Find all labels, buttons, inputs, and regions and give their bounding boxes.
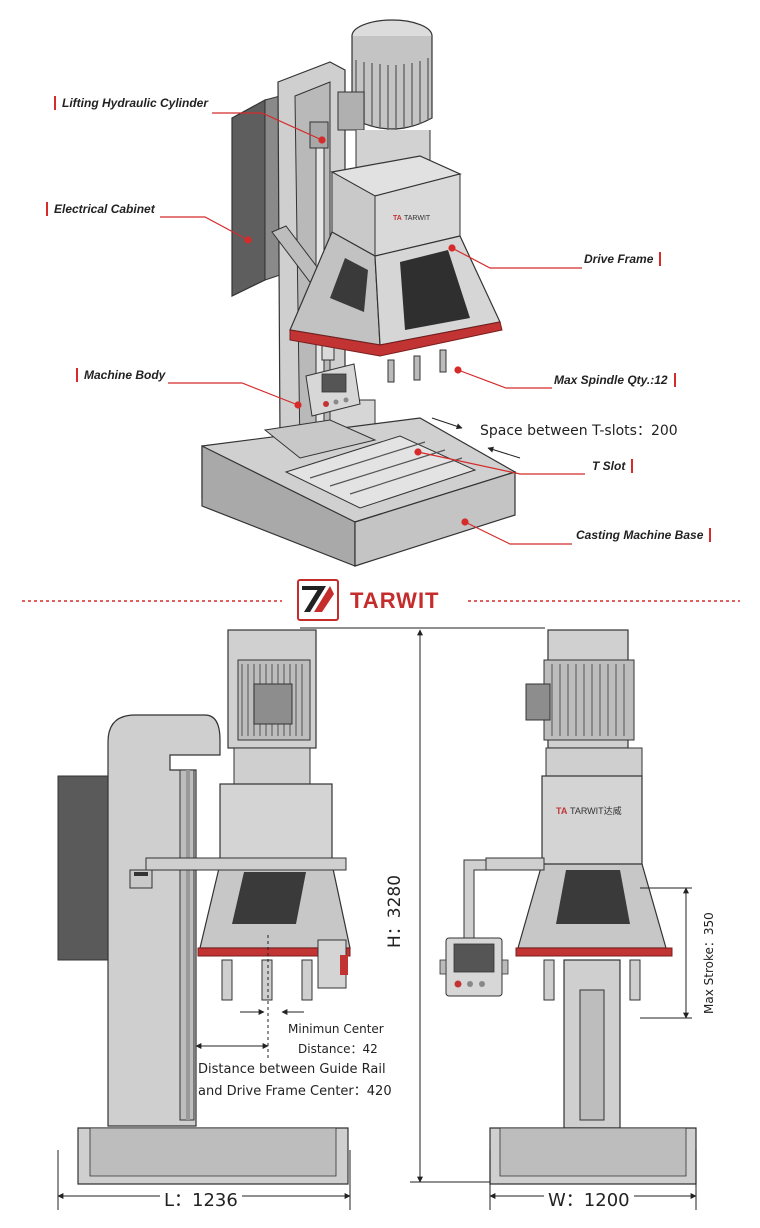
side-plate-brand: TARWIT达威 xyxy=(570,805,622,816)
motor xyxy=(337,19,433,180)
callout-drive-frame: Drive Frame xyxy=(584,252,667,266)
callout-max-spindle: Max Spindle Qty.:12 xyxy=(554,373,682,387)
side-view: TA TARWIT达威 xyxy=(439,629,697,1185)
callout-machine-body: Machine Body xyxy=(70,368,165,382)
brand-logo xyxy=(297,579,339,621)
min-center-line2: Distance：42 xyxy=(298,1042,378,1056)
isometric-view: TA TARWIT xyxy=(201,19,521,567)
front-view xyxy=(57,629,351,1185)
length-dimension: L：1236 xyxy=(160,1186,242,1212)
callout-leaders xyxy=(160,112,585,545)
height-dimension: H：3280 xyxy=(385,874,405,948)
guide-rail-line1: Distance between Guide Rail xyxy=(198,1062,386,1077)
casting-base xyxy=(201,417,517,567)
drive-frame: TA TARWIT xyxy=(289,155,503,383)
control-panel xyxy=(305,363,361,417)
max-stroke-dimension: Max Stroke：350 xyxy=(702,912,716,1014)
width-dimension: W：1200 xyxy=(544,1186,634,1212)
svg-text:TA: TA xyxy=(556,806,568,816)
callout-t-slot: T Slot xyxy=(592,459,639,473)
electrical-cabinet xyxy=(231,95,281,297)
t-slot-space-label: Space between T-slots：200 xyxy=(480,423,678,439)
callout-lifting-cylinder: Lifting Hydraulic Cylinder xyxy=(48,96,208,110)
svg-text:TA: TA xyxy=(393,215,402,222)
min-center-line1: Minimun Center xyxy=(288,1022,384,1036)
svg-text:TARWIT: TARWIT xyxy=(404,215,431,222)
brand-name: TARWIT xyxy=(350,588,440,613)
callout-electrical-cabinet: Electrical Cabinet xyxy=(40,202,155,216)
callout-casting-base: Casting Machine Base xyxy=(576,528,717,542)
guide-rail-line2: and Drive Frame Center：420 xyxy=(198,1084,392,1099)
